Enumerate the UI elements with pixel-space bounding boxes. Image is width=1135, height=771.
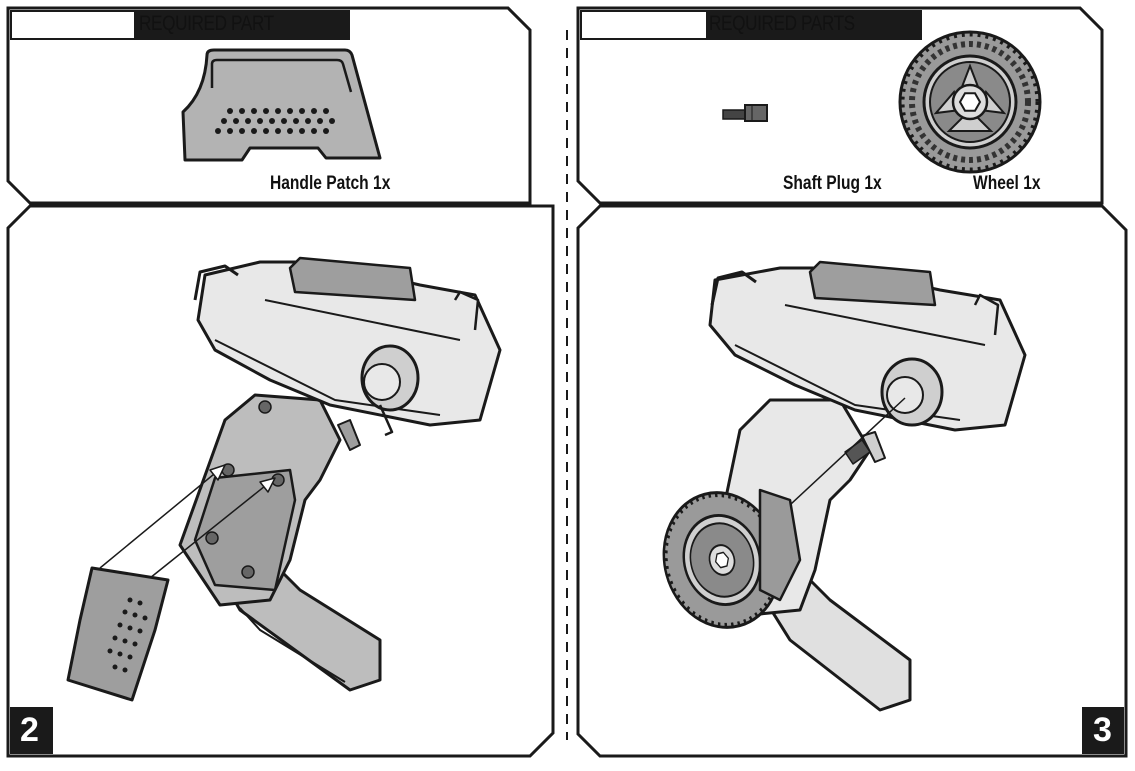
controller-handle-patch-assembly bbox=[66, 256, 502, 702]
step2-number: 2 bbox=[20, 711, 39, 749]
step2-panel-frame bbox=[6, 204, 555, 758]
shaft-plug-icon bbox=[722, 104, 768, 122]
step3-panel-frame bbox=[576, 204, 1128, 758]
handle-patch-icon bbox=[181, 48, 382, 162]
step2-badge bbox=[10, 707, 53, 754]
shaft-plug-label: Shaft Plug 1x bbox=[783, 173, 882, 194]
handle-patch-label: Handle Patch 1x bbox=[270, 173, 391, 194]
step3-number: 3 bbox=[1093, 711, 1112, 749]
right-header-bar-white bbox=[582, 12, 706, 38]
right-parts-panel-frame bbox=[576, 6, 1104, 205]
left-parts-panel-frame bbox=[6, 6, 532, 205]
left-header-bar-white bbox=[12, 12, 134, 38]
panel-frames bbox=[6, 6, 1128, 758]
wheel-icon bbox=[898, 30, 1042, 174]
right-required-parts-header: REQUIRED PARTS bbox=[709, 12, 855, 35]
step3-badge bbox=[1082, 707, 1124, 754]
wheel-label: Wheel 1x bbox=[973, 173, 1041, 194]
left-required-part-header: REQUIRED PART bbox=[139, 12, 274, 35]
controller-wheel-assembly bbox=[662, 260, 1027, 712]
